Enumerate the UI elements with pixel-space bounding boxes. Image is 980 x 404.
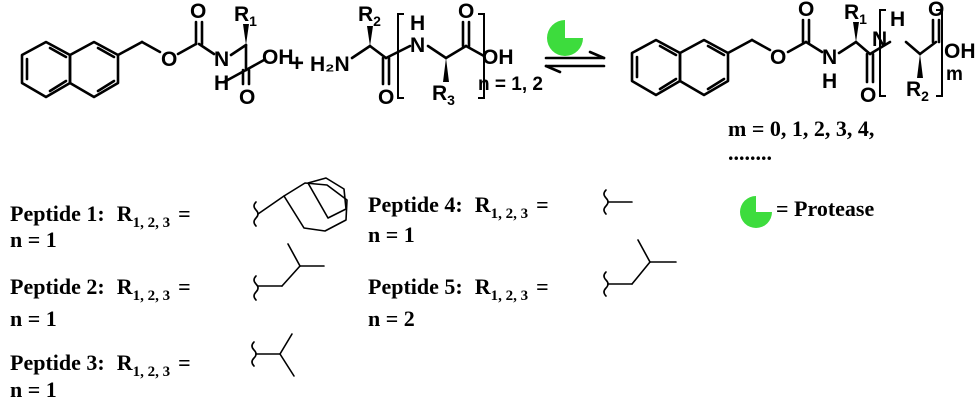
product-naphthalene-ring — [630, 38, 730, 97]
methyl-side-chain — [603, 189, 633, 215]
r1-nitrogen: N — [214, 48, 229, 71]
r2-r2-label: R2 — [358, 3, 381, 29]
peptide-4: Peptide 4:R1, 2, 3= n = 1 — [368, 189, 633, 247]
p-repeat-bracket-left — [879, 9, 886, 97]
reaction-arrow — [544, 20, 606, 74]
r1-nh-hydrogen: H — [214, 72, 229, 95]
r1-ester-oxygen: O — [161, 48, 177, 71]
r1-r-label: R1 — [234, 3, 257, 29]
p-repeat-bracket-right — [936, 9, 943, 97]
r2-repeat-bracket-left — [397, 13, 404, 99]
r1-acid-carbonyl-oxygen: O — [239, 86, 255, 109]
peptide-5-n: n = 2 — [368, 306, 415, 331]
peptide-1-n: n = 1 — [10, 227, 57, 252]
peptide-4-n: n = 1 — [368, 222, 415, 247]
p-hydroxyl: OH — [944, 40, 976, 63]
r2-r3-label: R3 — [432, 82, 455, 108]
r2-acid-carbonyl-oxygen: O — [458, 0, 474, 23]
p-nh-hydrogen-1: H — [822, 70, 837, 93]
p-repeat-m: m — [946, 64, 963, 85]
p-carbonyl-oxygen: O — [798, 0, 814, 21]
r2-repeat-label: n = 1, 2 — [478, 74, 543, 95]
m-values: m = 0, 1, 2, 3, 4, — [728, 116, 874, 141]
peptide-2: Peptide 2:R1, 2, 3= n = 1 — [10, 243, 325, 331]
peptide-2-label: Peptide 2:R1, 2, 3= — [10, 274, 191, 304]
product: O O N H R1 O H N R2 O OH m — [630, 0, 976, 107]
r2-amine: H₂N — [310, 53, 350, 76]
isopropyl-side-chain — [251, 333, 295, 377]
peptide-5: Peptide 5:R1, 2, 3= n = 2 — [368, 239, 677, 331]
protease-icon — [547, 20, 583, 56]
r1-carbonyl-oxygen: O — [190, 0, 206, 23]
plus-sign: + — [290, 50, 304, 77]
p-nitrogen-2: N — [872, 28, 887, 51]
peptide-5-label: Peptide 5:R1, 2, 3= — [368, 274, 549, 304]
isobutyl-side-chain-5 — [603, 239, 677, 297]
r2-nitrogen: N — [410, 34, 425, 57]
peptide-2-n: n = 1 — [10, 306, 57, 331]
p-amide-oxygen: O — [860, 84, 876, 107]
r1-hydroxyl: OH — [262, 46, 294, 69]
peptide-3-n: n = 1 — [10, 377, 57, 402]
r2-amide-oxygen: O — [378, 86, 394, 109]
peptide-1: Peptide 1:R1, 2, 3= n = 1 — [10, 177, 348, 252]
r2-hydroxyl: OH — [482, 46, 514, 69]
peptide-1-label: Peptide 1:R1, 2, 3= — [10, 201, 191, 231]
naphthalene-ring — [20, 40, 120, 99]
protease-legend-icon — [740, 196, 772, 228]
reactant-2: H₂N R2 O H N R3 O OH n = 1, 2 — [310, 0, 543, 109]
benzyl-side-chain — [253, 177, 348, 232]
p-ester-oxygen: O — [770, 46, 786, 69]
p-r2-label: R2 — [906, 78, 929, 104]
isobutyl-side-chain — [253, 243, 325, 301]
peptide-3: Peptide 3:R1, 2, 3= n = 1 — [10, 333, 295, 402]
p-r1-label: R1 — [844, 1, 867, 27]
p-nitrogen-1: N — [822, 46, 837, 69]
p-nh-hydrogen-2: H — [890, 8, 905, 31]
protease-legend: = Protease — [740, 196, 874, 228]
m-values-ellipsis: ........ — [728, 140, 772, 165]
r2-nh-hydrogen: H — [410, 12, 425, 35]
peptide-3-label: Peptide 3:R1, 2, 3= — [10, 350, 191, 380]
peptide-4-label: Peptide 4:R1, 2, 3= — [368, 192, 549, 222]
reactant-1: O O N H R1 O OH — [20, 0, 294, 109]
protease-legend-label: = Protease — [776, 196, 874, 221]
